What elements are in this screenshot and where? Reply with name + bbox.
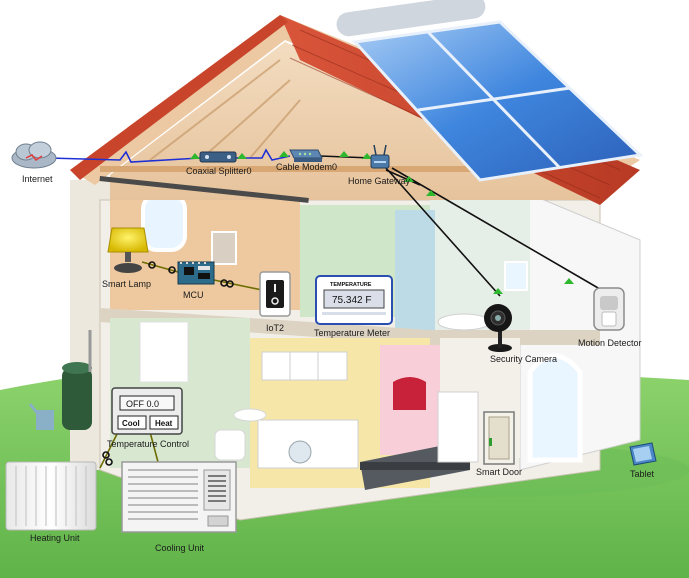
home-gateway-device[interactable]: Home Gateway [348, 144, 411, 186]
microcontroller-icon [177, 261, 215, 285]
air-conditioner-icon [121, 461, 237, 533]
link-status-markers [190, 151, 574, 294]
tablet-device[interactable]: Tablet [629, 442, 657, 479]
link-lamp-mcu [141, 261, 179, 273]
thermostat-icon: OFF 0.0 Cool Heat [111, 387, 183, 435]
radiator-icon [5, 461, 97, 531]
splitter-icon [199, 151, 237, 163]
network-links [47, 148, 606, 469]
camera-icon [484, 304, 512, 352]
home-gateway-label: Home Gateway [348, 176, 411, 186]
smart-lamp-device[interactable]: Smart Lamp [102, 227, 151, 289]
lamp-icon [107, 227, 149, 273]
internet-device[interactable]: Internet [11, 141, 57, 184]
link-internet-splitter [47, 150, 201, 163]
tablet-icon [629, 442, 657, 466]
cable-modem-label: Cable Modem0 [276, 162, 337, 172]
temperature-control-display: OFF 0.0 [126, 399, 159, 409]
cooling-unit-device[interactable]: Cooling Unit [121, 461, 237, 553]
temperature-meter-device[interactable]: TEMPERATURE 75.342 F Temperature Meter [314, 275, 393, 338]
cloud-icon [11, 141, 57, 169]
link-gateway-door [385, 169, 421, 186]
heating-unit-label: Heating Unit [30, 533, 80, 543]
temperature-meter-reading: 75.342 F [332, 295, 371, 306]
cool-button-label: Cool [122, 419, 140, 428]
temperature-control-label: Temperature Control [107, 439, 189, 449]
cable-modem-device[interactable]: Cable Modem0 [276, 149, 337, 172]
link-splitter-modem [236, 148, 291, 161]
iot2-label: IoT2 [266, 323, 284, 333]
cooling-unit-label: Cooling Unit [155, 543, 205, 553]
power-switch-icon [259, 271, 291, 317]
smart-door-device[interactable]: Smart Door [476, 411, 522, 477]
heat-button-label: Heat [155, 419, 173, 428]
security-camera-device[interactable]: Security Camera [484, 304, 557, 364]
smart-lamp-label: Smart Lamp [102, 279, 151, 289]
motion-detector-label: Motion Detector [578, 338, 642, 348]
internet-label: Internet [22, 174, 53, 184]
link-gateway-camera [385, 167, 501, 297]
security-camera-label: Security Camera [490, 354, 557, 364]
link-control-cooling [149, 431, 159, 463]
mcu-device[interactable]: MCU [177, 261, 215, 300]
router-icon [370, 144, 390, 169]
thermometer-icon: TEMPERATURE 75.342 F [315, 275, 393, 325]
coaxial-splitter-device[interactable]: Coaxial Splitter0 [186, 151, 252, 176]
motion-detector-device[interactable]: Motion Detector [578, 287, 642, 348]
link-gateway-motion [391, 167, 606, 293]
iot2-device[interactable]: IoT2 [259, 271, 291, 333]
temperature-control-device[interactable]: OFF 0.0 Cool Heat Temperature Control [107, 387, 189, 449]
heating-unit-device[interactable]: Heating Unit [5, 461, 97, 543]
tablet-label: Tablet [630, 469, 655, 479]
motion-sensor-icon [593, 287, 625, 331]
temperature-meter-label: Temperature Meter [314, 328, 390, 338]
modem-icon [289, 149, 323, 162]
door-icon [483, 411, 515, 465]
mcu-label: MCU [183, 290, 204, 300]
temperature-meter-panel-title: TEMPERATURE [330, 282, 372, 288]
link-control-heating [99, 431, 119, 469]
coaxial-splitter-label: Coaxial Splitter0 [186, 166, 252, 176]
smart-door-label: Smart Door [476, 467, 522, 477]
